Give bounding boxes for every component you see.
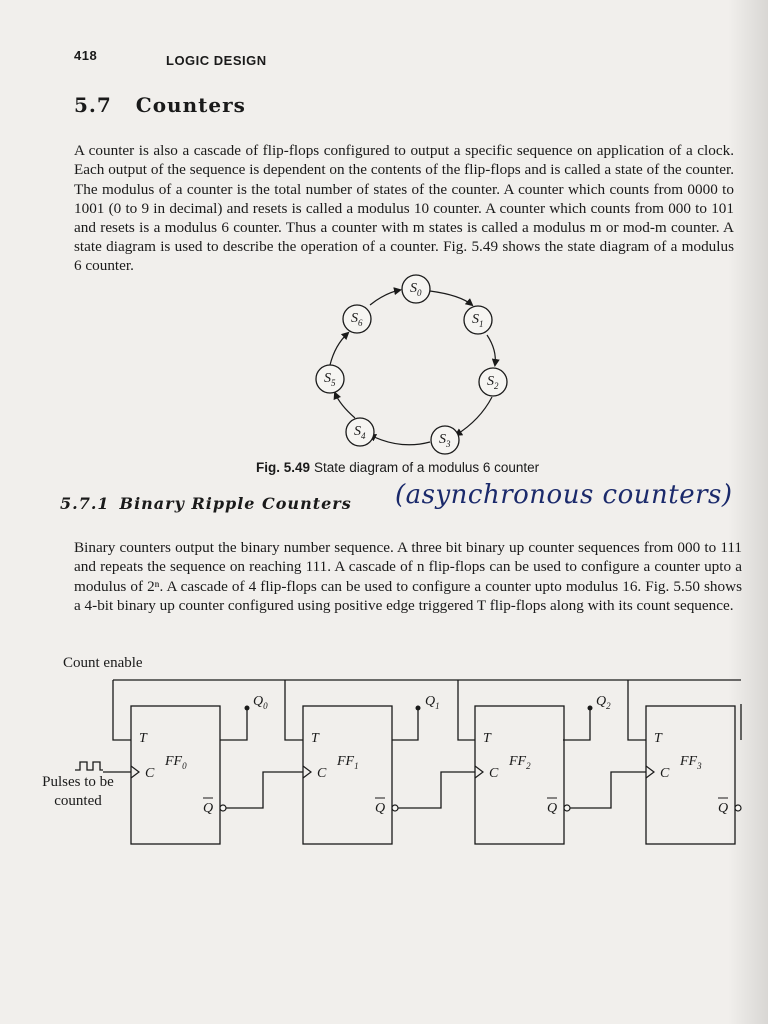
inversion-bubble-icon [563,804,571,812]
state-label-s3: S3 [439,432,451,449]
transition-arrow-s0-s1 [429,290,474,307]
q-output-label-q1: Q1 [425,694,440,711]
clock-input-label: C [489,766,499,781]
t-input-wire-ff0 [112,680,131,741]
flipflop-name-ff0: FF0 [164,754,187,771]
q2-output-wire [563,708,591,741]
section-heading: 5.7 Counters [74,93,246,117]
transition-arrow-s2-s3 [454,396,493,437]
count-enable-label: Count enable [63,655,143,671]
clock-triangle-icon [302,765,312,779]
figure-caption-text: State diagram of a modulus 6 counter [314,460,540,475]
state-node-s3: S3 [430,425,460,455]
transition-arrow-s5-s6 [329,331,350,366]
section-title: Counters [135,93,246,117]
subsection-paragraph: Binary counters output the binary number… [74,539,742,614]
q-output-label-q2: Q2 [596,694,611,711]
q-bar-output-label: Q [203,801,213,816]
ripple-wire-ff1-ff2 [397,771,475,809]
transition-arrow-s3-s4 [368,434,431,446]
state-node-s5: S5 [315,364,345,394]
clock-triangle-icon [474,765,484,779]
clock-input-label: C [145,766,155,781]
transition-arrow-s1-s2 [486,334,500,367]
t-input-wire-ff2 [457,680,475,741]
state-label-s6: S6 [351,311,363,328]
state-label-s1: S1 [472,312,484,329]
t-input-label: T [311,731,320,746]
state-node-s2: S2 [478,367,508,397]
section-paragraph: A counter is also a cascade of flip-flop… [74,142,734,275]
state-label-s5: S5 [324,371,336,388]
subsection-heading: 5.7.1 Binary Ripple Counters [60,494,352,513]
q0-output-wire [220,708,248,741]
inversion-bubble-icon [391,804,399,812]
t-input-label: T [483,731,492,746]
t-input-wire-ff3 [627,680,646,741]
clock-input-label: C [660,766,670,781]
figure-label: Fig. 5.49 [256,460,311,475]
pulse-train-icon [75,761,103,771]
state-node-s6: S6 [342,304,372,334]
subsection-number: 5.7.1 [60,494,110,513]
t-input-wire-ff1 [284,680,303,741]
clock-triangle-icon [645,765,655,779]
ripple-wire-ff0-ff1 [225,771,303,809]
state-node-s1: S1 [463,305,493,335]
inversion-bubble-icon [734,804,742,812]
clock-input-label: C [317,766,327,781]
flipflop-name-ff1: FF1 [336,754,359,771]
state-node-s4: S4 [345,417,375,447]
subsection-title: Binary Ripple Counters [119,494,352,513]
q-bar-output-label: Q [718,801,728,816]
q-bar-output-label: Q [547,801,557,816]
inversion-bubble-icon [219,804,227,812]
state-label-s2: S2 [487,374,499,391]
transition-arrow-s6-s0 [369,287,402,306]
q-output-label-q0: Q0 [253,694,268,711]
section-number: 5.7 [74,93,112,117]
pulses-label: Pulses to be counted [42,774,114,809]
transition-arrow-s4-s5 [333,391,356,419]
t-input-label: T [139,731,148,746]
t-input-label: T [654,731,663,746]
ripple-wire-ff2-ff3 [568,771,646,809]
page-edge-shadow [728,0,768,1024]
page-number: 418 [74,48,98,63]
state-node-s0: S0 [401,274,431,304]
flipflop-name-ff3: FF3 [679,754,702,771]
state-label-s0: S0 [410,281,422,298]
flipflop-name-ff2: FF2 [508,754,531,771]
clock-triangle-icon [130,765,140,779]
q1-output-wire [392,708,419,741]
q-bar-output-label: Q [375,801,385,816]
state-label-s4: S4 [354,424,366,441]
running-title: LOGIC DESIGN [166,53,267,68]
handwritten-annotation: (asynchronous counters) [395,480,733,510]
